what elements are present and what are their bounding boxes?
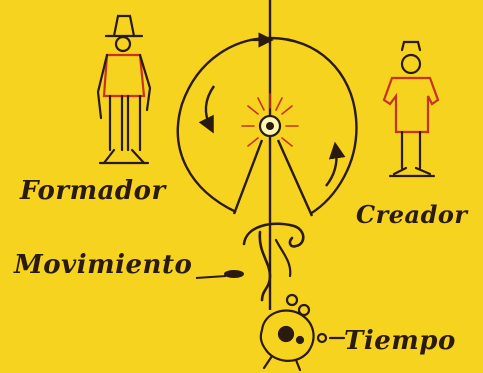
tiempo-label: Tiempo: [344, 326, 456, 356]
rotation-arrow-right: [326, 150, 337, 186]
creador-label: Creador: [356, 200, 468, 229]
movement-hook: [244, 224, 303, 300]
movement-base: [224, 270, 244, 278]
tiempo-creature: [261, 295, 344, 370]
rotation-arrow-left: [206, 86, 214, 126]
formador-label: Formador: [20, 176, 166, 206]
light-cone: [234, 140, 312, 216]
creador-figure: [384, 42, 438, 176]
movimiento-label: Movimiento: [14, 250, 192, 280]
movement-hook-inner: [276, 240, 290, 276]
movement-underline: [196, 276, 226, 278]
formador-figure: [98, 16, 150, 163]
